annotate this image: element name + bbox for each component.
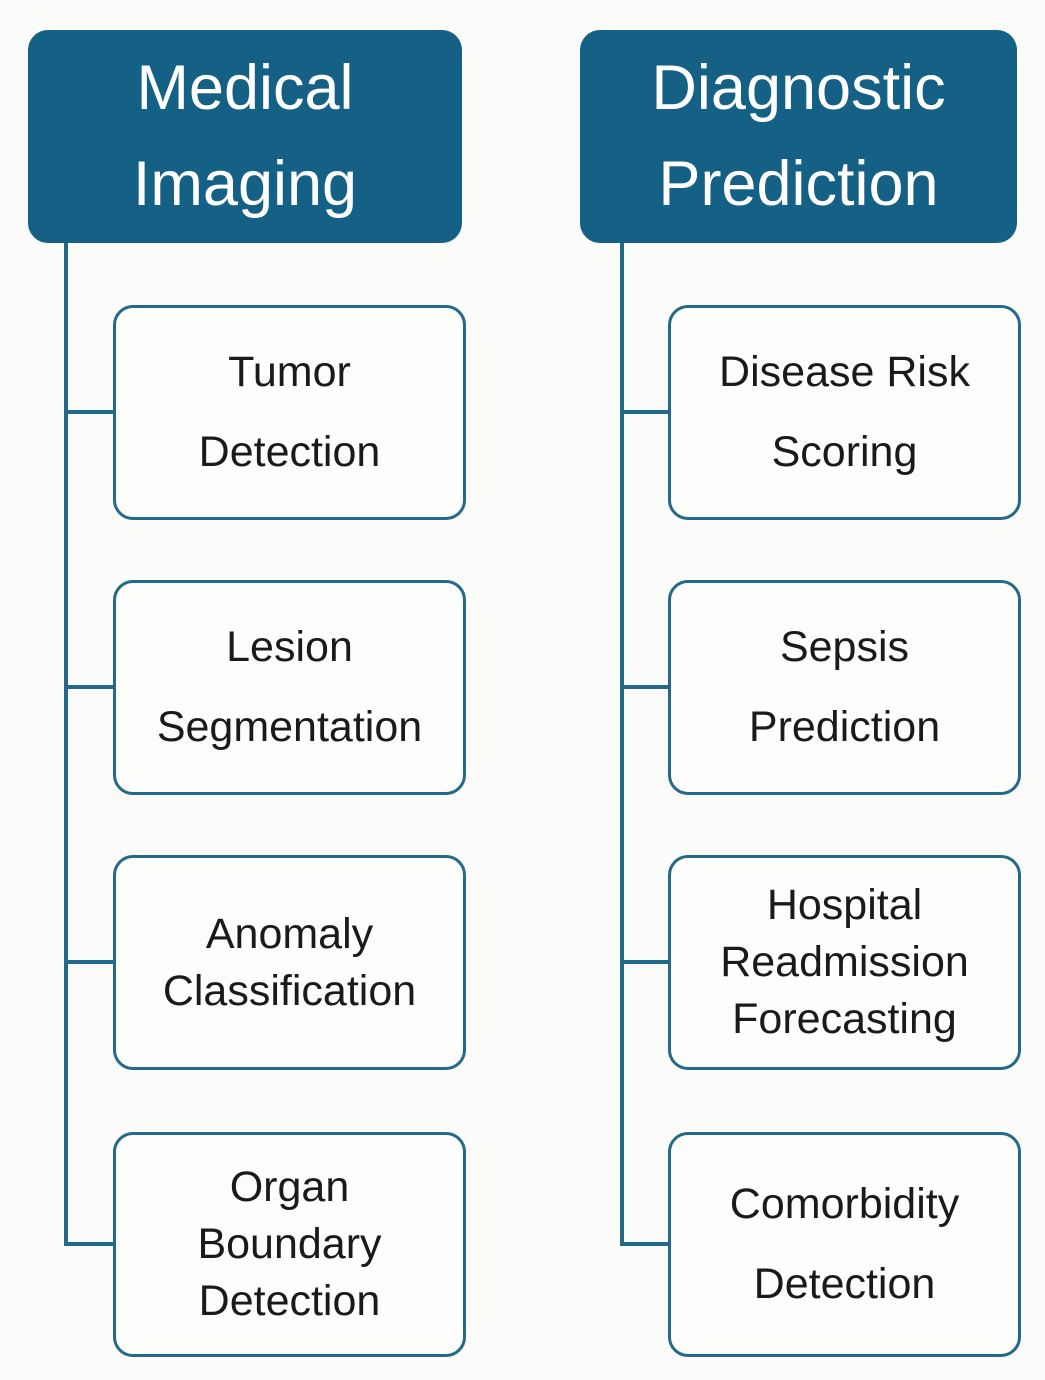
header-diagnostic-prediction: Diagnostic Prediction <box>580 30 1017 243</box>
node-line: Sepsis <box>779 622 910 671</box>
header-line: Imaging <box>132 148 358 219</box>
node-line: Forecasting <box>732 994 957 1043</box>
node-line: Prediction <box>748 702 941 751</box>
node-line: Disease Risk <box>719 347 970 396</box>
connector-branch <box>620 1242 669 1246</box>
node-anomaly-classification: Anomaly Classification <box>113 855 466 1070</box>
node-line: Boundary <box>197 1220 382 1269</box>
connector-branch <box>620 960 669 964</box>
node-organ-boundary-detection: Organ Boundary Detection <box>113 1132 466 1357</box>
node-line: Lesion <box>226 622 353 671</box>
node-line: Tumor <box>228 347 351 396</box>
connector-branch <box>620 410 669 414</box>
connector-trunk-left <box>64 243 68 1246</box>
header-line: Medical <box>136 52 354 123</box>
node-line: Comorbidity <box>729 1179 960 1228</box>
connector-branch <box>620 685 669 689</box>
connector-branch <box>64 1242 113 1246</box>
connector-trunk-right <box>620 243 624 1246</box>
node-disease-risk-scoring: Disease Risk Scoring <box>668 305 1021 520</box>
header-line: Prediction <box>658 148 939 219</box>
node-line: Anomaly <box>205 909 374 958</box>
connector-branch <box>64 685 113 689</box>
node-comorbidity-detection: Comorbidity Detection <box>668 1132 1021 1357</box>
node-line: Detection <box>198 1276 381 1325</box>
node-line: Organ <box>229 1163 350 1212</box>
header-medical-imaging: Medical Imaging <box>28 30 462 243</box>
node-sepsis-prediction: Sepsis Prediction <box>668 580 1021 795</box>
node-line: Hospital <box>766 881 923 930</box>
node-line: Detection <box>198 427 381 476</box>
connector-branch <box>64 410 113 414</box>
node-line: Readmission <box>720 938 969 987</box>
node-line: Segmentation <box>156 702 423 751</box>
node-line: Scoring <box>771 427 918 476</box>
node-hospital-readmission-forecasting: Hospital Readmission Forecasting <box>668 855 1021 1070</box>
node-line: Detection <box>753 1259 936 1308</box>
node-line: Classification <box>162 966 417 1015</box>
header-line: Diagnostic <box>651 52 946 123</box>
node-tumor-detection: Tumor Detection <box>113 305 466 520</box>
connector-branch <box>64 960 113 964</box>
node-lesion-segmentation: Lesion Segmentation <box>113 580 466 795</box>
